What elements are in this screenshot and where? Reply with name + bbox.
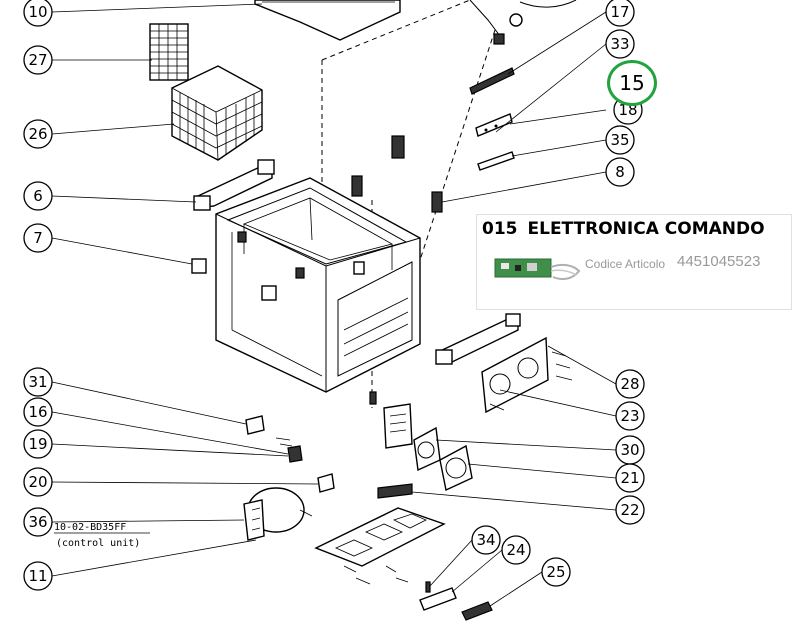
small-left-parts [245,415,335,493]
callout-8: 8 [605,157,635,187]
part-info-name: ELETTRONICA COMANDO [527,219,765,239]
callout-21: 21 [615,463,645,493]
svg-text:34: 34 [476,531,495,549]
callout-23: 23 [615,401,645,431]
callout-6: 6 [23,181,53,211]
part-code-label: Codice Articolo [585,257,666,271]
circuit-board-thumbnail [494,258,581,280]
callout-31: 31 [23,367,53,397]
svg-text:31: 31 [28,373,47,391]
rear-clips [351,135,443,213]
control-unit-code: 10-02-BD35FF [54,522,126,533]
part-info-title: 015 ELETTRONICA COMANDO [482,219,765,239]
bottom-right-parts [419,581,493,621]
svg-text:35: 35 [610,131,629,149]
part-code: 4451045523 [677,253,761,270]
callout-22: 22 [615,495,645,525]
svg-text:16: 16 [28,403,47,421]
callout-34: 34 [471,525,501,555]
svg-text:21: 21 [620,469,639,487]
control-unit-caption: (control unit) [56,538,140,549]
svg-text:8: 8 [615,163,625,181]
callout-10: 10 [23,0,53,27]
callout-17: 17 [605,0,635,27]
callout-24: 24 [501,535,531,565]
lid [254,0,401,41]
svg-text:33: 33 [610,35,629,53]
svg-text:28: 28 [620,375,639,393]
callout-25: 25 [541,557,571,587]
svg-text:22: 22 [620,501,639,519]
svg-text:25: 25 [546,563,565,581]
highlight-number: 15 [619,71,645,95]
callout-26: 26 [23,119,53,149]
svg-text:20: 20 [28,473,47,491]
svg-text:10: 10 [28,3,47,21]
svg-text:26: 26 [28,125,47,143]
handle-left [193,159,275,211]
fan-panel [481,336,573,414]
cabinet-body [215,177,421,393]
callout-30: 30 [615,435,645,465]
handle-right [435,313,521,365]
svg-text:27: 27 [28,51,47,69]
wire-basket [171,65,263,161]
leader-lines [51,3,617,607]
svg-text:36: 36 [28,513,47,531]
callout-19: 19 [23,429,53,459]
part-info-box: 015 ELETTRONICA COMANDO Codice Articolo 4… [476,214,792,310]
svg-text:7: 7 [33,229,43,247]
callout-20: 20 [23,467,53,497]
callout-11: 11 [23,561,53,591]
highlight-callout-15: 15 [607,60,657,106]
svg-text:11: 11 [28,567,47,585]
svg-text:6: 6 [33,187,43,205]
svg-text:19: 19 [28,435,47,453]
base-tray [314,507,446,585]
callout-36: 36 [23,507,53,537]
control-panel-parts [469,67,515,171]
svg-text:24: 24 [506,541,525,559]
grid-separator [149,23,189,81]
svg-text:23: 23 [620,407,639,425]
callout-16: 16 [23,397,53,427]
compressor-fan-assembly [369,391,473,499]
callout-27: 27 [23,45,53,75]
callout-35: 35 [605,125,635,155]
callout-28: 28 [615,369,645,399]
power-cable [469,0,577,45]
bracket-part [191,258,207,274]
compressor [243,487,313,541]
part-info-number: 015 [482,219,518,239]
callout-7: 7 [23,223,53,253]
control-unit-label: 10-02-BD35FF (control unit) [54,522,150,549]
svg-text:17: 17 [610,3,629,21]
callout-33: 33 [605,29,635,59]
svg-text:30: 30 [620,441,639,459]
